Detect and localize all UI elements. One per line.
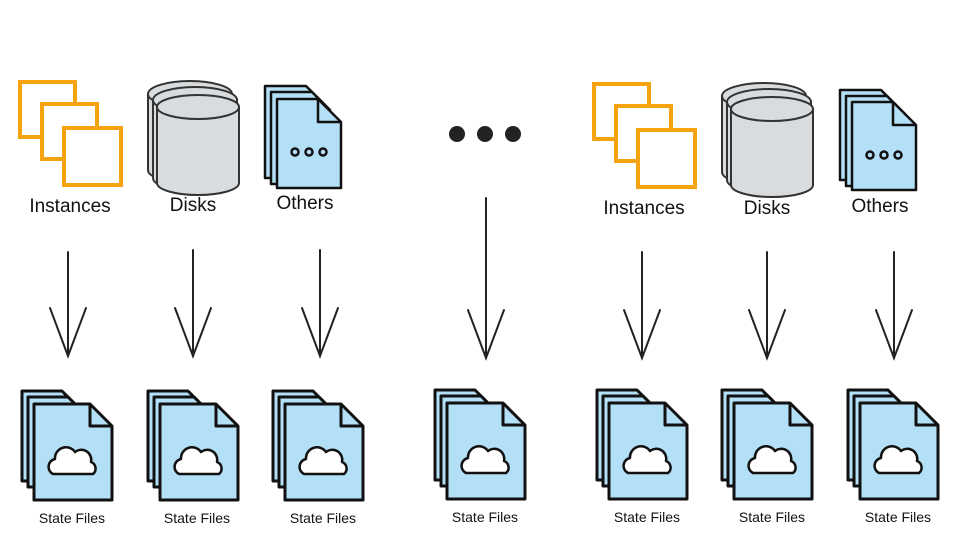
resource-label-instances: Instances [29,196,111,217]
state-files-icon [720,388,814,501]
state-files-label: State Files [738,509,806,525]
disk-icon [721,82,814,198]
resource-label-disks: Disks [169,195,217,216]
state-files-label: State Files [864,509,932,525]
arrow-down-icon [174,249,212,359]
arrow-down-icon [623,251,661,361]
state-files-icon [846,388,940,501]
arrow-down-icon [467,197,505,361]
resource-label-disks: Disks [743,198,791,219]
state-files-label: State Files [451,509,519,525]
state-files-label: State Files [38,510,106,526]
state-files-icon [20,389,114,502]
disk-icon [147,80,240,196]
arrow-down-icon [49,251,87,359]
state-files-label: State Files [289,510,357,526]
arrow-down-icon [748,251,786,361]
state-files-label: State Files [613,509,681,525]
state-files-icon [271,389,365,502]
resource-label-others: Others [851,196,909,217]
arrow-down-icon [301,249,339,359]
others-icon [263,84,343,190]
state-files-label: State Files [163,510,231,526]
more-groups-ellipsis-icon [449,126,521,142]
state-files-icon [146,389,240,502]
others-icon [838,88,918,192]
arrow-down-icon [875,251,913,361]
state-files-icon [433,388,527,501]
resource-label-instances: Instances [603,198,685,219]
state-files-icon [595,388,689,501]
instances-icon [18,80,123,187]
resource-label-others: Others [276,193,334,214]
instances-icon [592,82,697,189]
